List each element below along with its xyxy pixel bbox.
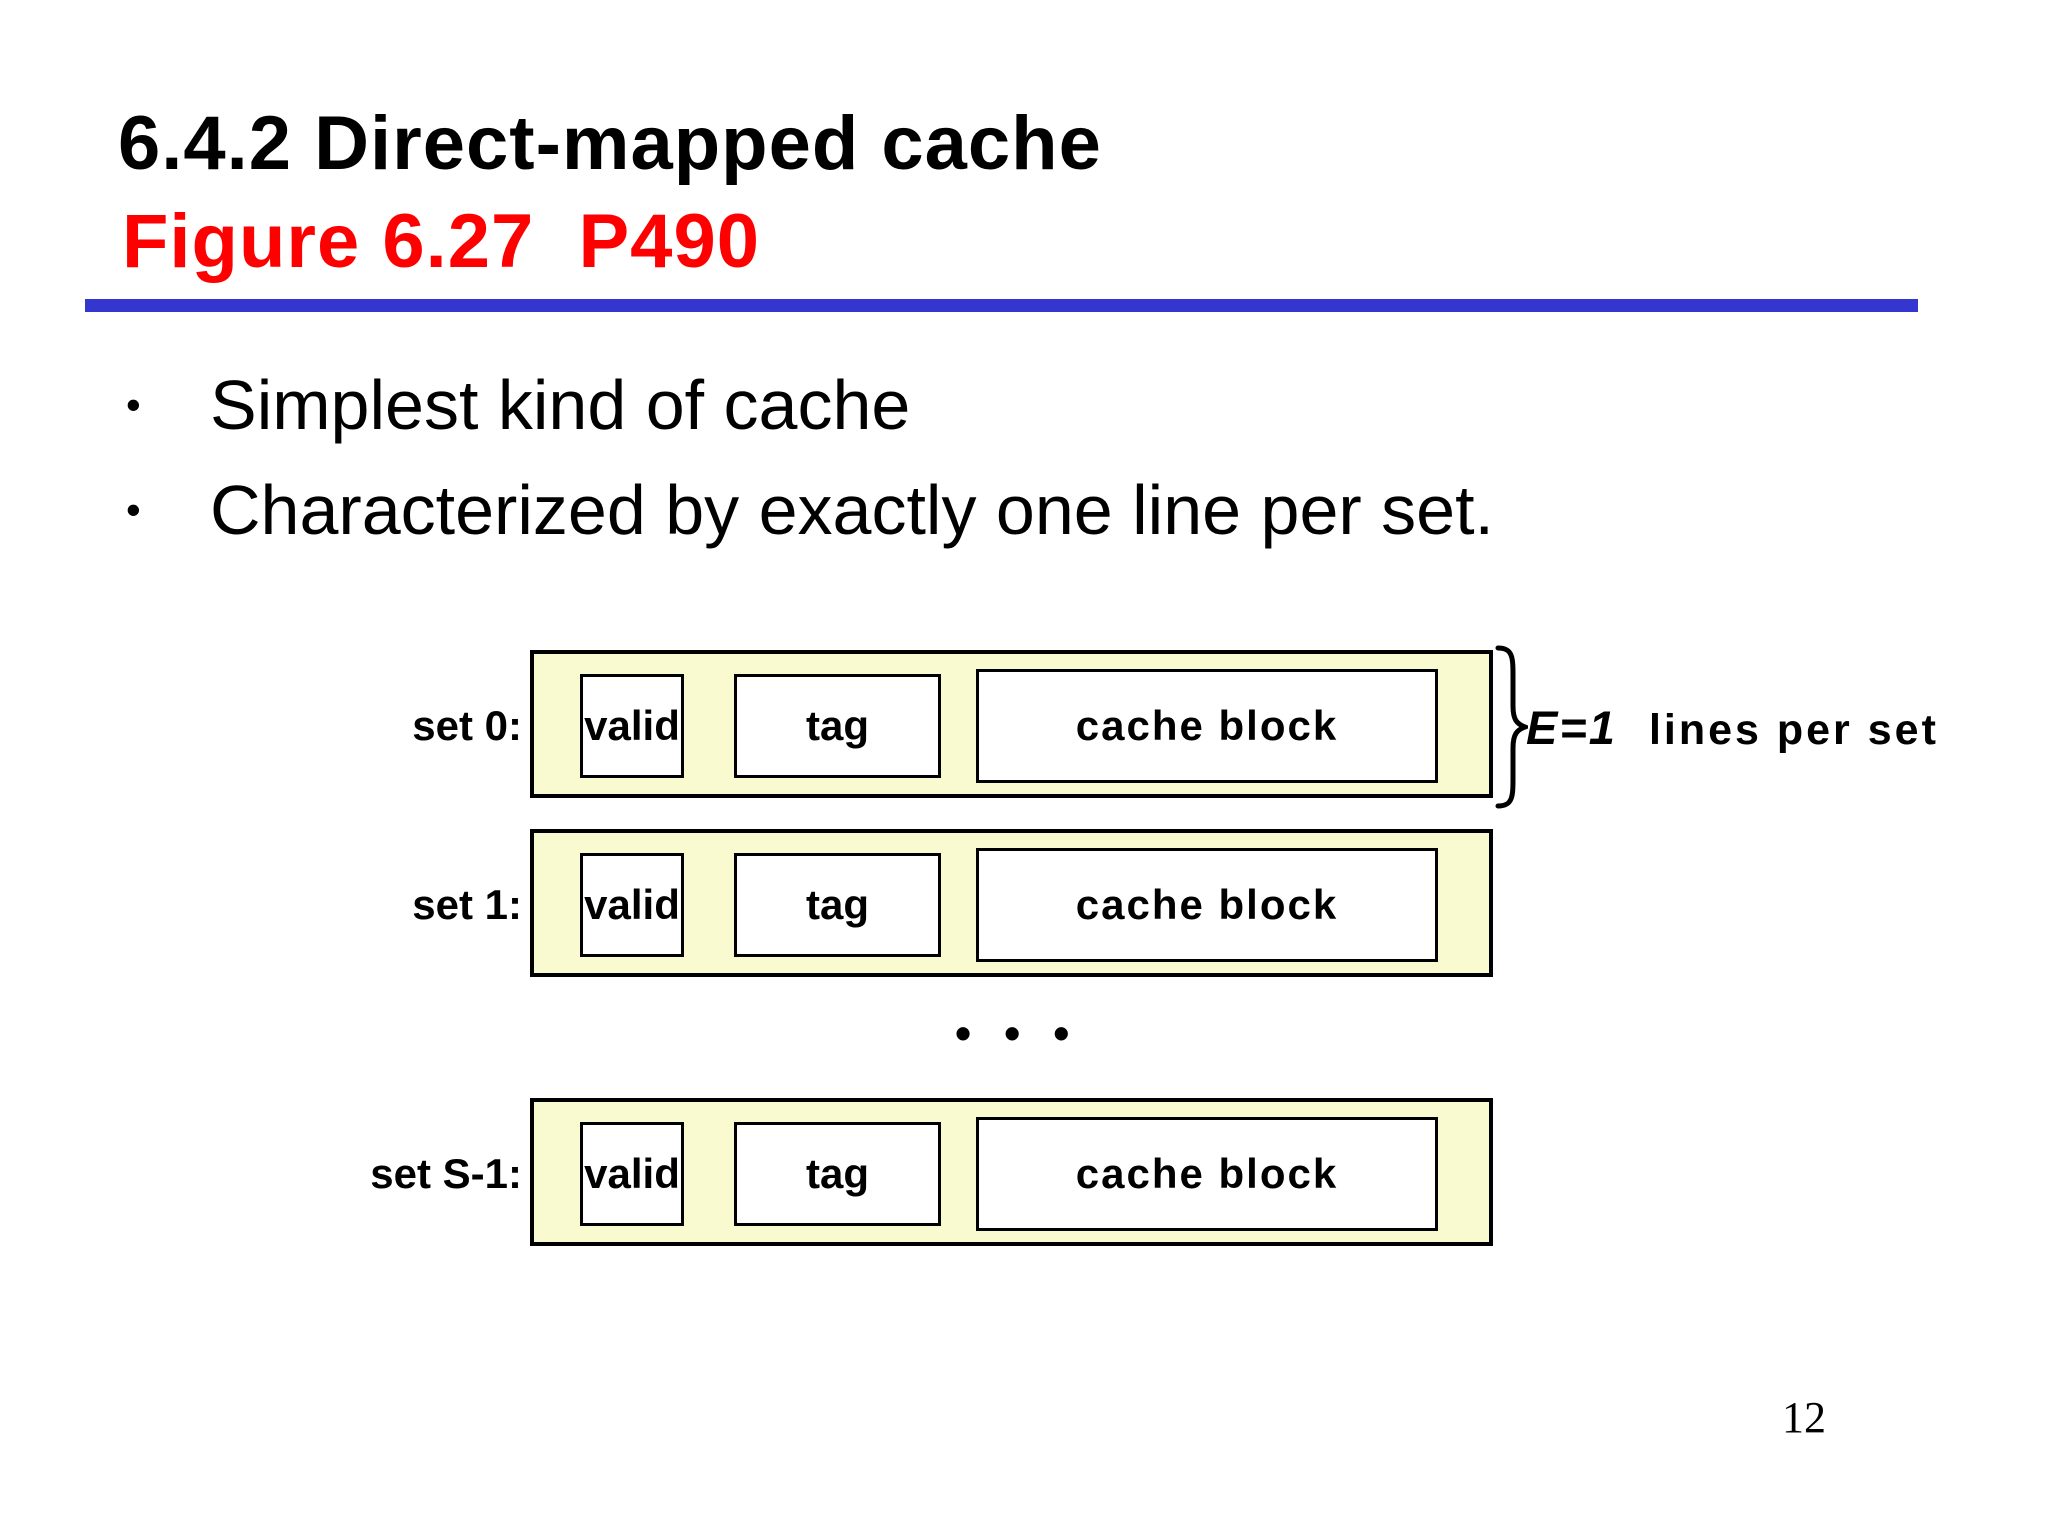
set-0-row: valid tag cache block [530,650,1493,798]
valid-field: valid [580,853,684,957]
lines-per-set-annotation: E=1 lines per set [1526,700,1939,755]
right-brace-icon [1495,645,1528,809]
tag-field: tag [734,1122,941,1226]
bullet-icon: • [126,381,141,428]
set-1-label: set 1: [412,881,522,928]
set-0-label: set 0: [412,702,522,749]
valid-field: valid [580,674,684,778]
page-number: 12 [1782,1393,1826,1442]
bullet-text: Characterized by exactly one line per se… [210,471,1494,549]
lines-per-set-label: lines per set [1648,706,1939,754]
set-1-row: valid tag cache block [530,829,1493,977]
cache-block-field: cache block [976,848,1438,962]
ellipsis-dots: ••• [955,1007,1103,1059]
valid-field: valid [580,1122,684,1226]
set-s-1-row: valid tag cache block [530,1098,1493,1246]
bullet-icon: • [126,486,141,533]
cache-block-field: cache block [976,669,1438,783]
bullet-item: • Characterized by exactly one line per … [126,470,1494,550]
set-s-1-label: set S-1: [370,1150,522,1197]
e-equals-1-label: E=1 [1526,701,1617,754]
bullet-item: • Simplest kind of cache [126,365,910,445]
bullet-text: Simplest kind of cache [210,366,911,444]
cache-block-field: cache block [976,1117,1438,1231]
title-underline [85,299,1918,312]
page-title: 6.4.2 Direct-mapped cache [118,101,1102,186]
tag-field: tag [734,853,941,957]
tag-field: tag [734,674,941,778]
figure-reference: Figure 6.27 P490 [122,199,760,284]
